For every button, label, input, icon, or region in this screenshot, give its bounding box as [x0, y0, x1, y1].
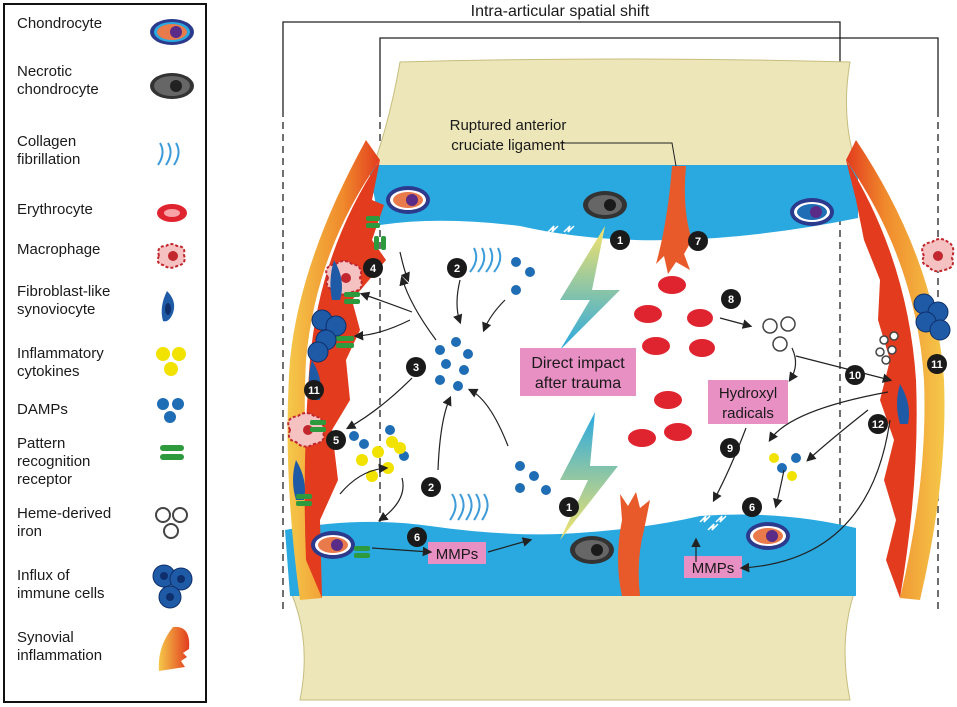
step-number-7: 7	[688, 231, 708, 251]
acl-leader-line	[560, 142, 677, 167]
erythrocyte-icon	[157, 204, 187, 222]
receptor-icon	[160, 445, 184, 460]
mmp-left-box	[428, 542, 486, 564]
svg-text:11: 11	[931, 359, 943, 371]
legend-label: Macrophage	[17, 241, 101, 258]
svg-text:2: 2	[454, 263, 460, 275]
mmp-right-label: MMPs	[692, 560, 735, 577]
svg-text:12: 12	[872, 419, 884, 431]
chondrocyte	[386, 186, 430, 214]
legend-label: Inflammatory cytokines	[17, 345, 104, 380]
right-synovium-red-edge	[846, 160, 917, 598]
step-number-1b: 1	[559, 497, 579, 517]
cytokines-icon	[156, 347, 186, 376]
step-number-10: 10	[845, 365, 865, 385]
necrotic-chondrocyte	[583, 191, 627, 219]
immune-cells-left	[307, 309, 347, 363]
femur-bone	[371, 58, 859, 171]
macrophage	[921, 238, 955, 273]
acl-label-line1: Ruptured anterior	[450, 117, 567, 134]
svg-text:4: 4	[370, 263, 377, 275]
necrotic-chondrocyte	[570, 536, 614, 564]
legend-label: Influx of immune cells	[17, 567, 105, 602]
step-number-11a: 11	[304, 380, 324, 400]
impact-label-line2: after trauma	[535, 375, 621, 392]
left-synovium	[287, 140, 380, 600]
erythrocytes-cluster	[628, 276, 715, 447]
right-synovium	[846, 140, 945, 600]
svg-text:5: 5	[333, 435, 339, 447]
svg-text:6: 6	[414, 532, 420, 544]
legend-label: Erythrocyte	[17, 201, 93, 218]
chondrocyte	[746, 522, 790, 550]
legend-label: DAMPs	[17, 401, 68, 418]
mmp-right-box	[684, 556, 742, 578]
step-number-6a: 6	[407, 527, 427, 547]
svg-text:7: 7	[695, 236, 701, 248]
legend-label: Pattern recognition receptor	[17, 435, 91, 488]
impact-label-line1: Direct impact	[531, 355, 625, 372]
acl-upper-torn	[656, 166, 692, 274]
step-number-6b: 6	[742, 497, 762, 517]
svg-text:1: 1	[617, 235, 623, 247]
svg-text:8: 8	[728, 294, 734, 306]
svg-text:2: 2	[428, 482, 434, 494]
chondrocyte	[790, 198, 834, 226]
macrophage-icon	[156, 243, 186, 269]
svg-text:6: 6	[749, 502, 755, 514]
legend-label: Fibroblast-like synoviocyte	[17, 283, 111, 318]
impact-bolt-upper	[560, 226, 620, 350]
svg-text:11: 11	[308, 385, 320, 397]
synovial-inflammation-icon	[158, 626, 190, 671]
cytokines-cluster	[356, 436, 797, 482]
necrotic-chondrocyte-icon	[150, 73, 194, 99]
legend-panel: Chondrocyte Necrotic chondrocyte Collage…	[3, 3, 207, 703]
heme-iron-cluster	[762, 316, 899, 365]
cartilage-damage-marks	[535, 225, 727, 531]
impact-bolt-lower	[560, 412, 618, 540]
chondrocyte	[311, 531, 355, 559]
synoviocyte	[293, 260, 909, 500]
flow-arrows	[339, 251, 893, 573]
step-number-11b: 11	[927, 354, 947, 374]
acl-lower-torn	[618, 492, 650, 596]
step-number-5: 5	[326, 430, 346, 450]
acl-label-line2: cruciate ligament	[451, 137, 565, 154]
legend-label: Heme-derived iron	[17, 505, 112, 540]
svg-text:10: 10	[849, 370, 861, 382]
diagram-title: Intra-articular spatial shift	[471, 3, 650, 20]
legend-label: Chondrocyte	[17, 15, 103, 32]
hydroxyl-label-box	[708, 380, 788, 424]
mmp-left-label: MMPs	[436, 546, 479, 563]
iron-icon	[155, 507, 188, 539]
step-number-12: 12	[868, 414, 888, 434]
hydroxyl-label-line1: Hydroxyl	[719, 385, 777, 402]
hydroxyl-label-line2: radicals	[722, 405, 774, 422]
svg-text:9: 9	[727, 443, 733, 455]
step-number-4: 4	[363, 258, 383, 278]
legend-label: Collagen fibrillation	[17, 133, 81, 168]
step-number-2a: 2	[447, 258, 467, 278]
damps-cluster	[349, 257, 801, 495]
chondrocyte-icon	[150, 19, 194, 45]
immune-cells-right	[913, 293, 951, 341]
svg-text:3: 3	[413, 362, 419, 374]
tibia-bone	[289, 589, 856, 701]
synoviocyte-icon	[161, 291, 175, 322]
step-number-9: 9	[720, 438, 740, 458]
step-number-1a: 1	[610, 230, 630, 250]
step-number-2b: 2	[421, 477, 441, 497]
legend-label: Synovial inflammation	[17, 629, 103, 664]
receptors	[296, 216, 386, 558]
legend-label: Necrotic chondrocyte	[17, 63, 99, 98]
svg-text:1: 1	[566, 502, 572, 514]
step-number-3: 3	[406, 357, 426, 377]
collagen-fibrillation-icon	[157, 142, 180, 166]
damps-icon	[157, 398, 184, 423]
impact-label-box	[520, 348, 636, 396]
immune-cells-icon	[152, 564, 193, 609]
step-number-8: 8	[721, 289, 741, 309]
collagen-fibrillation	[449, 247, 502, 521]
